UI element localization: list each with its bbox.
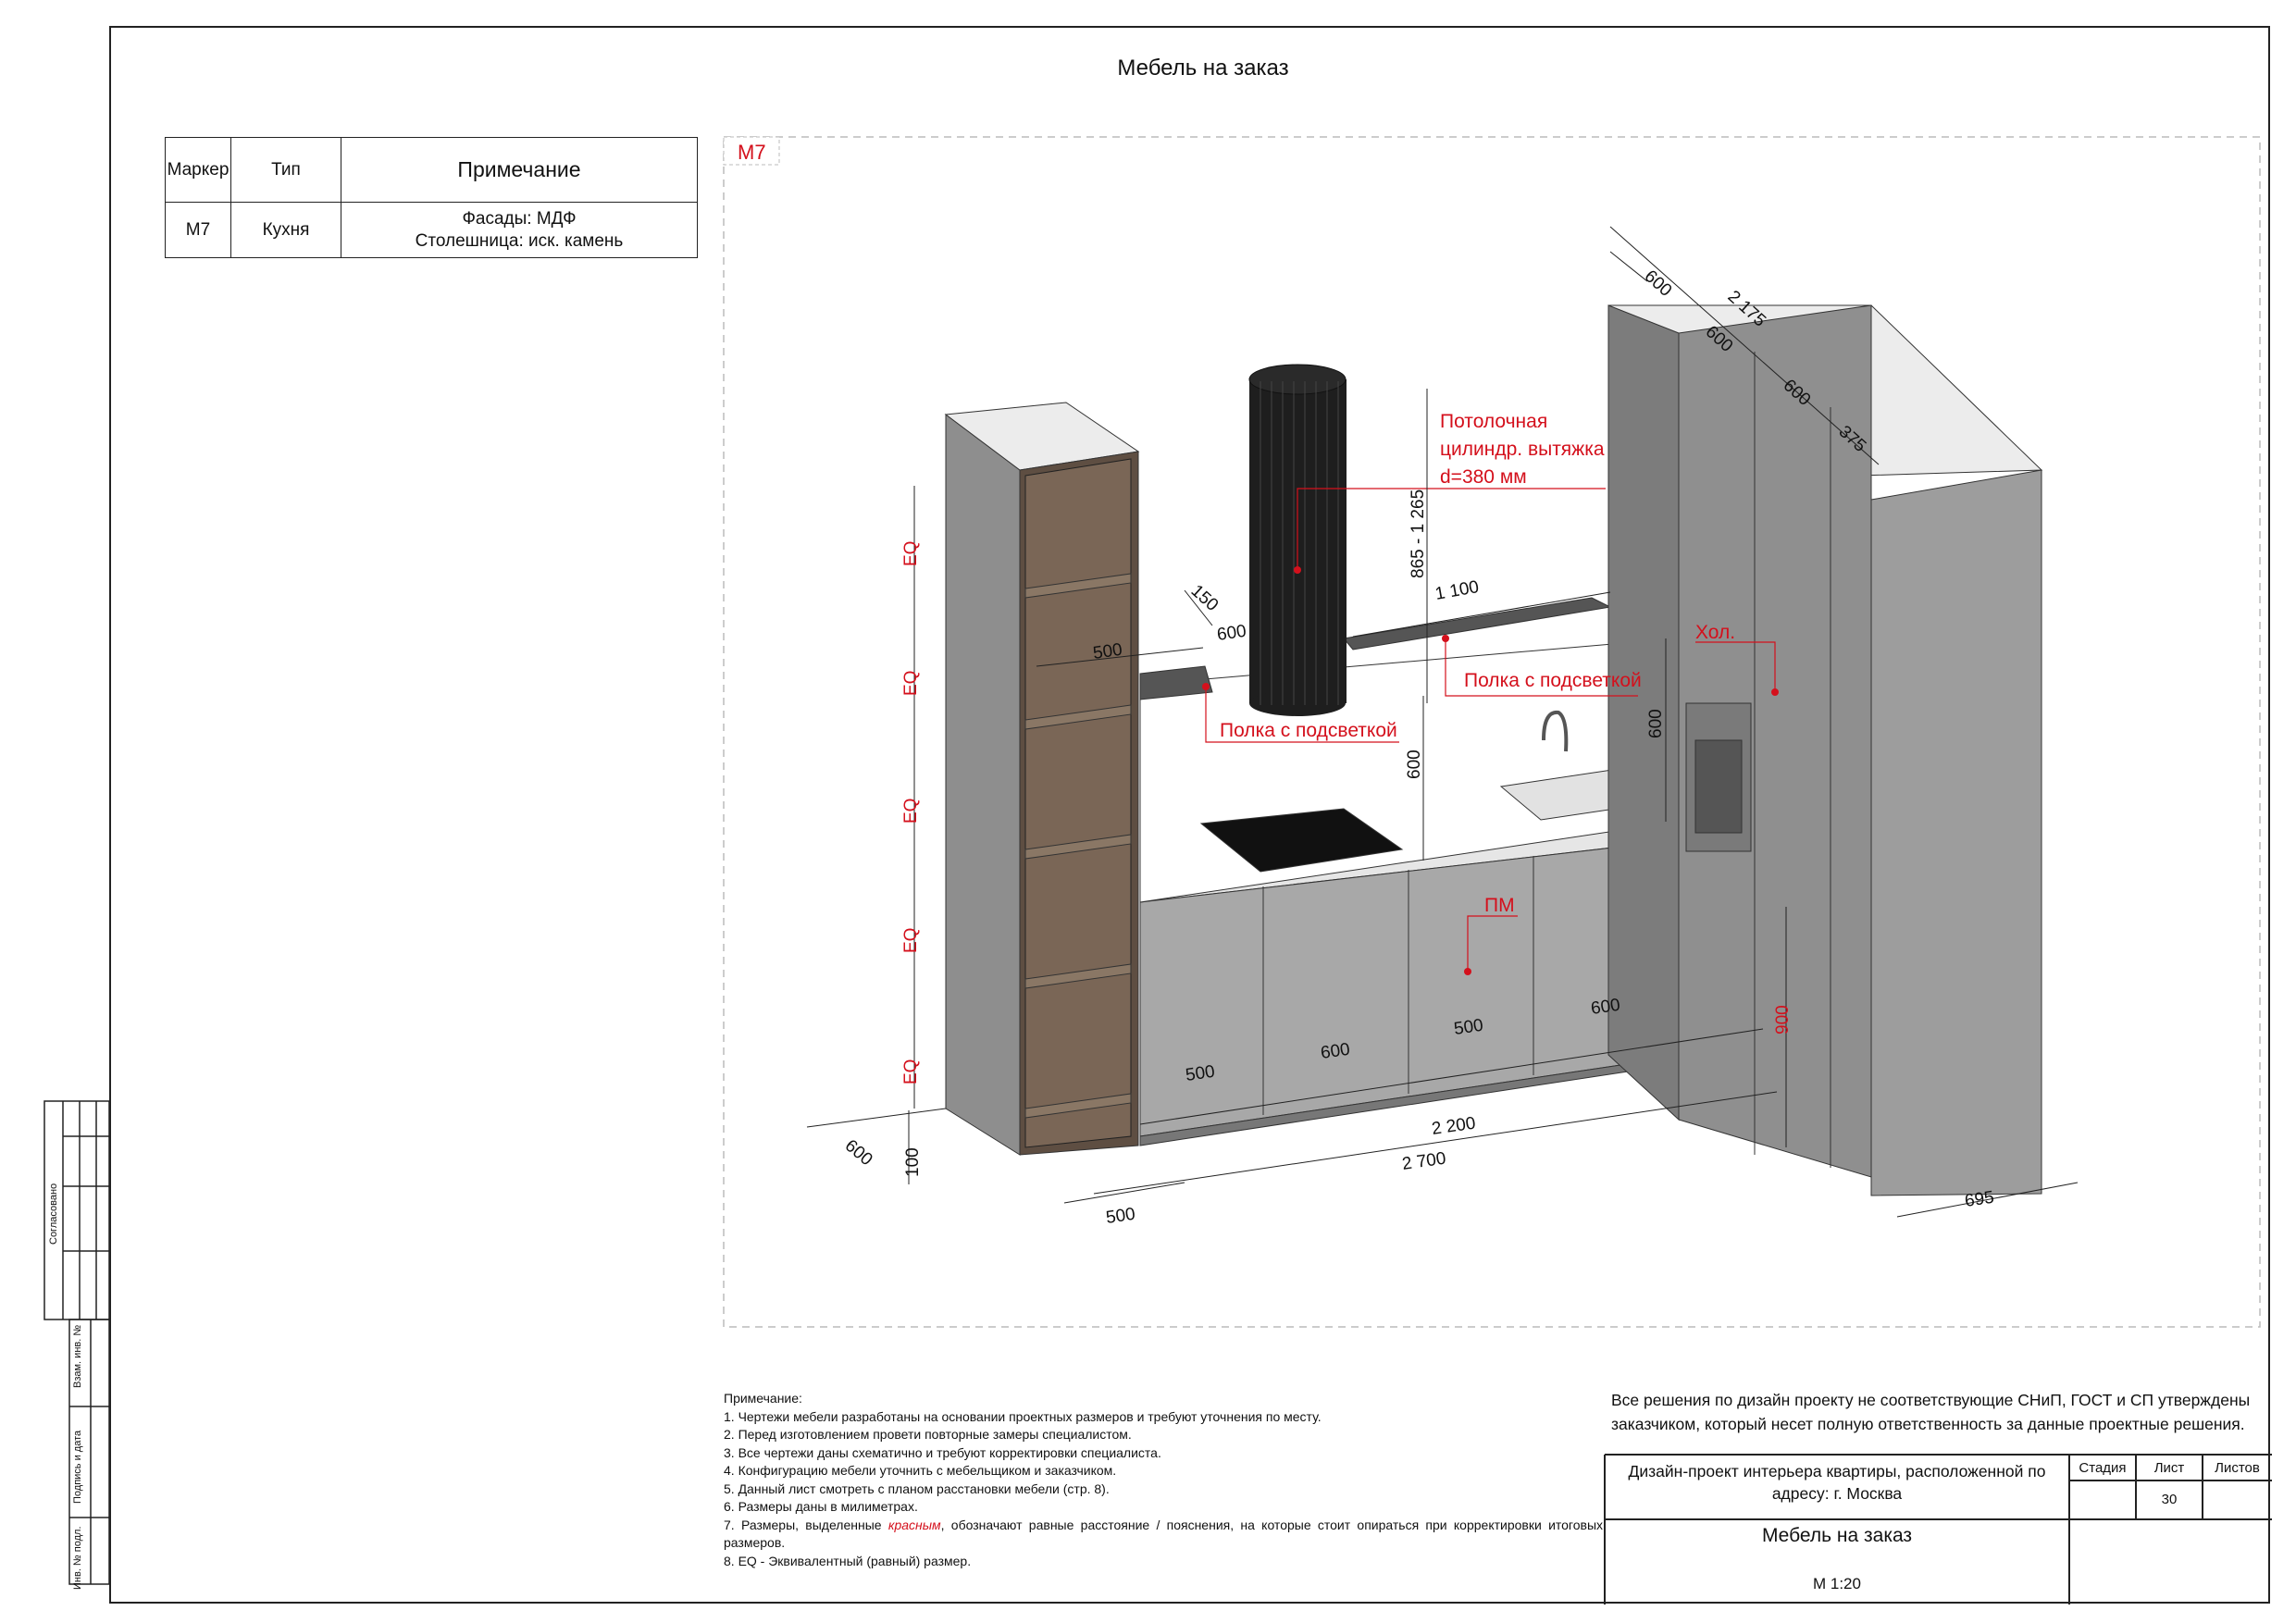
dim-2200: 2 200 bbox=[1431, 1114, 1477, 1139]
legend-cell-marker: М7 bbox=[165, 202, 231, 258]
legend-note-line2: Столешница: иск. камень bbox=[415, 230, 624, 251]
eq-2: EQ bbox=[901, 671, 921, 696]
eq-3: EQ bbox=[901, 799, 921, 824]
open-shelf-unit bbox=[944, 402, 1140, 1156]
stamp-project: Дизайн-проект интерьера квартиры, распол… bbox=[1628, 1462, 2046, 1503]
marker-tag-box bbox=[723, 136, 780, 166]
stamp-sheet-title: Мебель на заказ bbox=[1761, 1525, 1913, 1546]
shelf-left-label: Полка с подсветкой bbox=[1220, 720, 1397, 741]
dim-600-depth: 600 bbox=[841, 1136, 876, 1170]
fridge-label: Хол. bbox=[1695, 622, 1735, 643]
hood-label-2: цилиндр. вытяжка bbox=[1440, 439, 1605, 460]
dim-600-shelf: 600 bbox=[1216, 622, 1247, 645]
dim-150: 150 bbox=[1187, 581, 1222, 615]
dim-865-1265: 865 - 1 265 bbox=[1409, 489, 1428, 578]
notes-block: Примечание: 1. Чертежи мебели разработан… bbox=[724, 1390, 1603, 1570]
side-replace: Взам. инв. № bbox=[72, 1324, 83, 1388]
shelf-left bbox=[1139, 665, 1213, 700]
shelf-right bbox=[1343, 597, 1612, 650]
hood-label-1: Потолочная bbox=[1440, 411, 1547, 432]
dim-900: 900 bbox=[1773, 1005, 1793, 1035]
eq-1: EQ bbox=[901, 541, 921, 566]
note-5: 5. Данный лист смотреть с планом расстан… bbox=[724, 1481, 1110, 1496]
side-inv: Инв. № подл. bbox=[72, 1526, 83, 1590]
eq-4: EQ bbox=[901, 928, 921, 953]
note-6: 6. Размеры даны в милиметрах. bbox=[724, 1499, 918, 1514]
legend-table: Маркер Тип Примечание М7 Кухня Фасады: М… bbox=[165, 137, 698, 258]
note-7-b: , обозначают равные расстояние / пояснен… bbox=[724, 1517, 1604, 1551]
note-4: 4. Конфигурацию мебели уточнить с мебель… bbox=[724, 1463, 1117, 1478]
sheet-frame bbox=[109, 26, 2270, 1604]
note-7-a: 7. Размеры, выделенные bbox=[724, 1517, 888, 1532]
dim-695: 695 bbox=[1964, 1188, 1995, 1211]
legend-header-note: Примечание bbox=[341, 137, 698, 203]
dim-2700: 2 700 bbox=[1401, 1149, 1447, 1174]
stamp-sheet-label: Лист bbox=[2153, 1460, 2185, 1476]
dim-100: 100 bbox=[903, 1147, 923, 1177]
cooktop bbox=[1199, 808, 1404, 873]
tall-column bbox=[1607, 304, 2043, 1196]
dim-600-d: 600 bbox=[1320, 1040, 1351, 1063]
legend-note-line1: Фасады: МДФ bbox=[462, 208, 577, 229]
note-7-red: красным bbox=[887, 1517, 941, 1532]
stamp-sheets-label: Листов bbox=[2215, 1460, 2260, 1476]
page-title: Мебель на заказ bbox=[1117, 56, 1289, 81]
dishwasher-label: ПМ bbox=[1484, 895, 1515, 916]
notes-heading: Примечание: bbox=[724, 1391, 802, 1406]
note-1: 1. Чертежи мебели разработаны на основан… bbox=[724, 1408, 1322, 1424]
hood-label-3: d=380 мм bbox=[1440, 466, 1527, 488]
dim-600-backsplash-r: 600 bbox=[1646, 709, 1666, 738]
marker-tag: М7 bbox=[738, 141, 766, 164]
dim-500-b: 500 bbox=[1453, 1016, 1484, 1039]
title-block bbox=[1604, 1454, 2272, 1604]
legend-cell-note: Фасады: МДФ Столешница: иск. камень bbox=[341, 202, 698, 258]
note-3: 3. Все чертежи даны схематично и требуют… bbox=[724, 1444, 1161, 1460]
note-2: 2. Перед изготовлением провети повторные… bbox=[724, 1427, 1132, 1442]
note-7: 7. Размеры, выделенные красным, обознача… bbox=[724, 1517, 1603, 1553]
dim-600-e: 600 bbox=[1590, 996, 1621, 1019]
dim-500-a: 500 bbox=[1185, 1062, 1216, 1085]
dim-600-backsplash-l: 600 bbox=[1405, 750, 1424, 779]
disclaimer: Все решения по дизайн проекту не соответ… bbox=[1611, 1391, 2251, 1433]
faucet bbox=[1542, 710, 1569, 752]
dim-600-top: 600 bbox=[1641, 266, 1676, 301]
side-sign-date: Подпись и дата bbox=[72, 1430, 83, 1504]
dim-500-shelf: 500 bbox=[1092, 640, 1123, 663]
stamp-sheet-value: 30 bbox=[2161, 1492, 2178, 1507]
side-stamp bbox=[43, 1100, 110, 1585]
stamp-scale: М 1:20 bbox=[1813, 1575, 1861, 1592]
eq-5: EQ bbox=[901, 1059, 921, 1084]
drawing-viewport bbox=[723, 136, 2261, 1328]
note-8: 8. EQ - Эквивалентный (равный) размер. bbox=[724, 1553, 972, 1568]
stamp-stage-label: Стадия bbox=[2079, 1460, 2127, 1476]
dim-500-base: 500 bbox=[1105, 1205, 1136, 1228]
side-agreed: Согласовано bbox=[48, 1183, 59, 1245]
shelf-right-label: Полка с подсветкой bbox=[1464, 670, 1642, 691]
dim-1100: 1 100 bbox=[1433, 577, 1480, 604]
